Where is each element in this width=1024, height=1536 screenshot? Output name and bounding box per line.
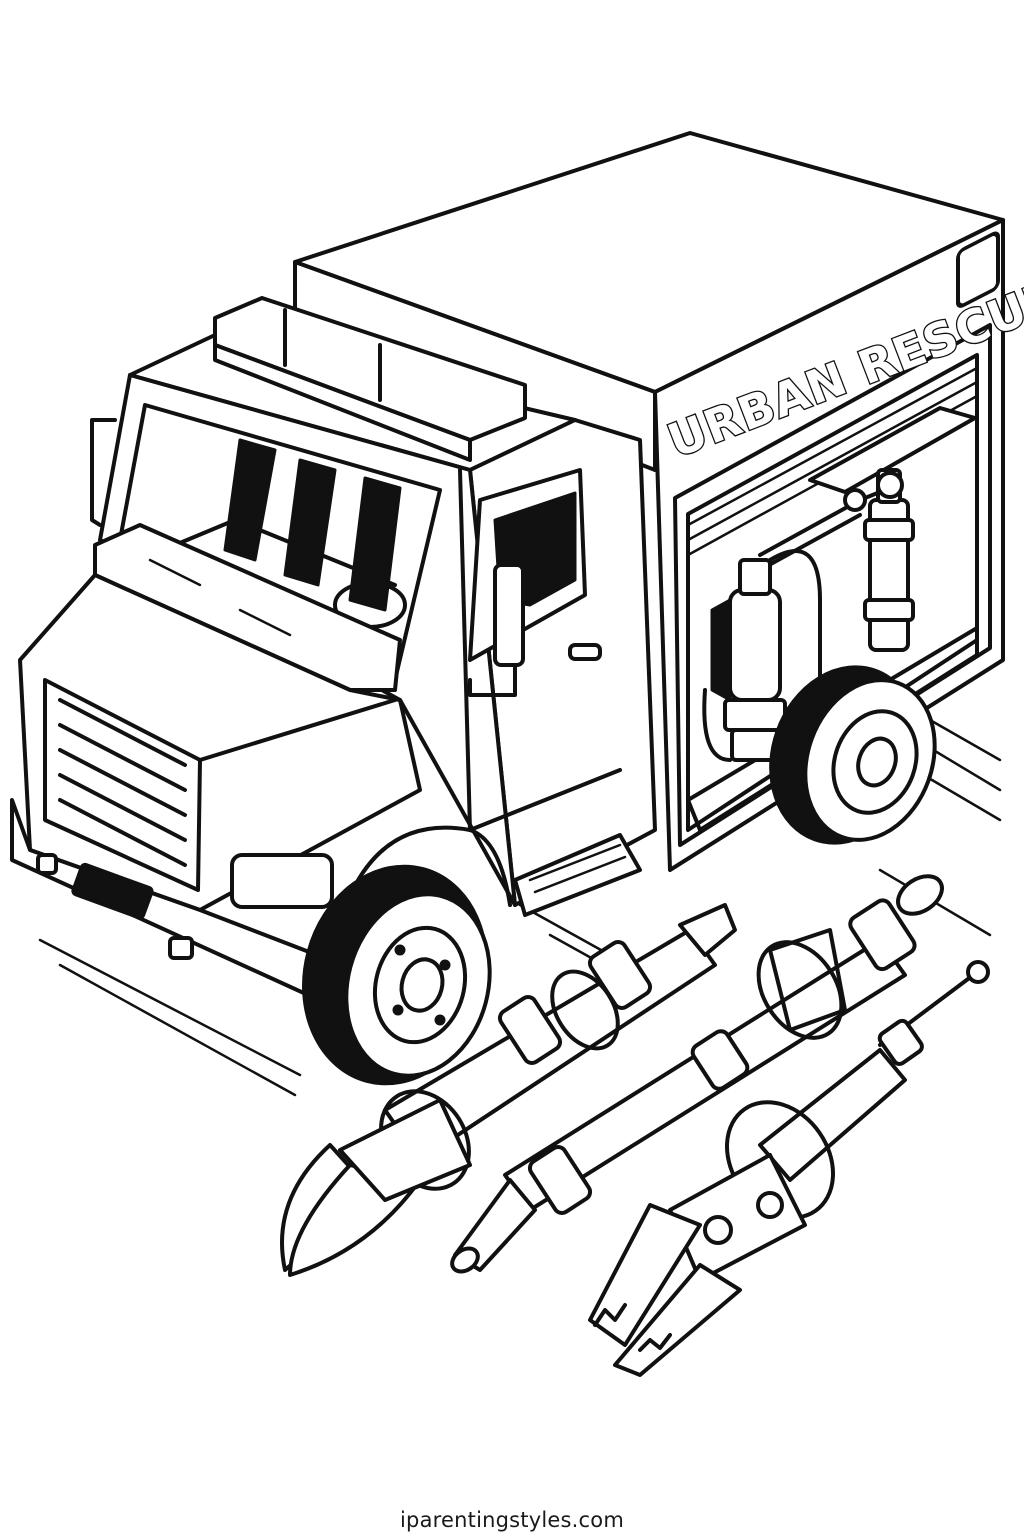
emergency-light-bar xyxy=(213,296,527,462)
footer-credit: iparentingstyles.com xyxy=(400,1508,624,1532)
rear-wheel xyxy=(769,665,937,845)
truck-front xyxy=(10,573,512,1007)
hydraulic-cutter-tool xyxy=(280,903,737,1277)
hydraulic-spreader-tool xyxy=(588,960,990,1377)
step-dots xyxy=(528,843,627,894)
rescue-ram-tool xyxy=(450,874,944,1274)
truck-cab xyxy=(90,296,657,917)
front-wheel xyxy=(302,864,492,1086)
cab-interior xyxy=(173,438,407,629)
